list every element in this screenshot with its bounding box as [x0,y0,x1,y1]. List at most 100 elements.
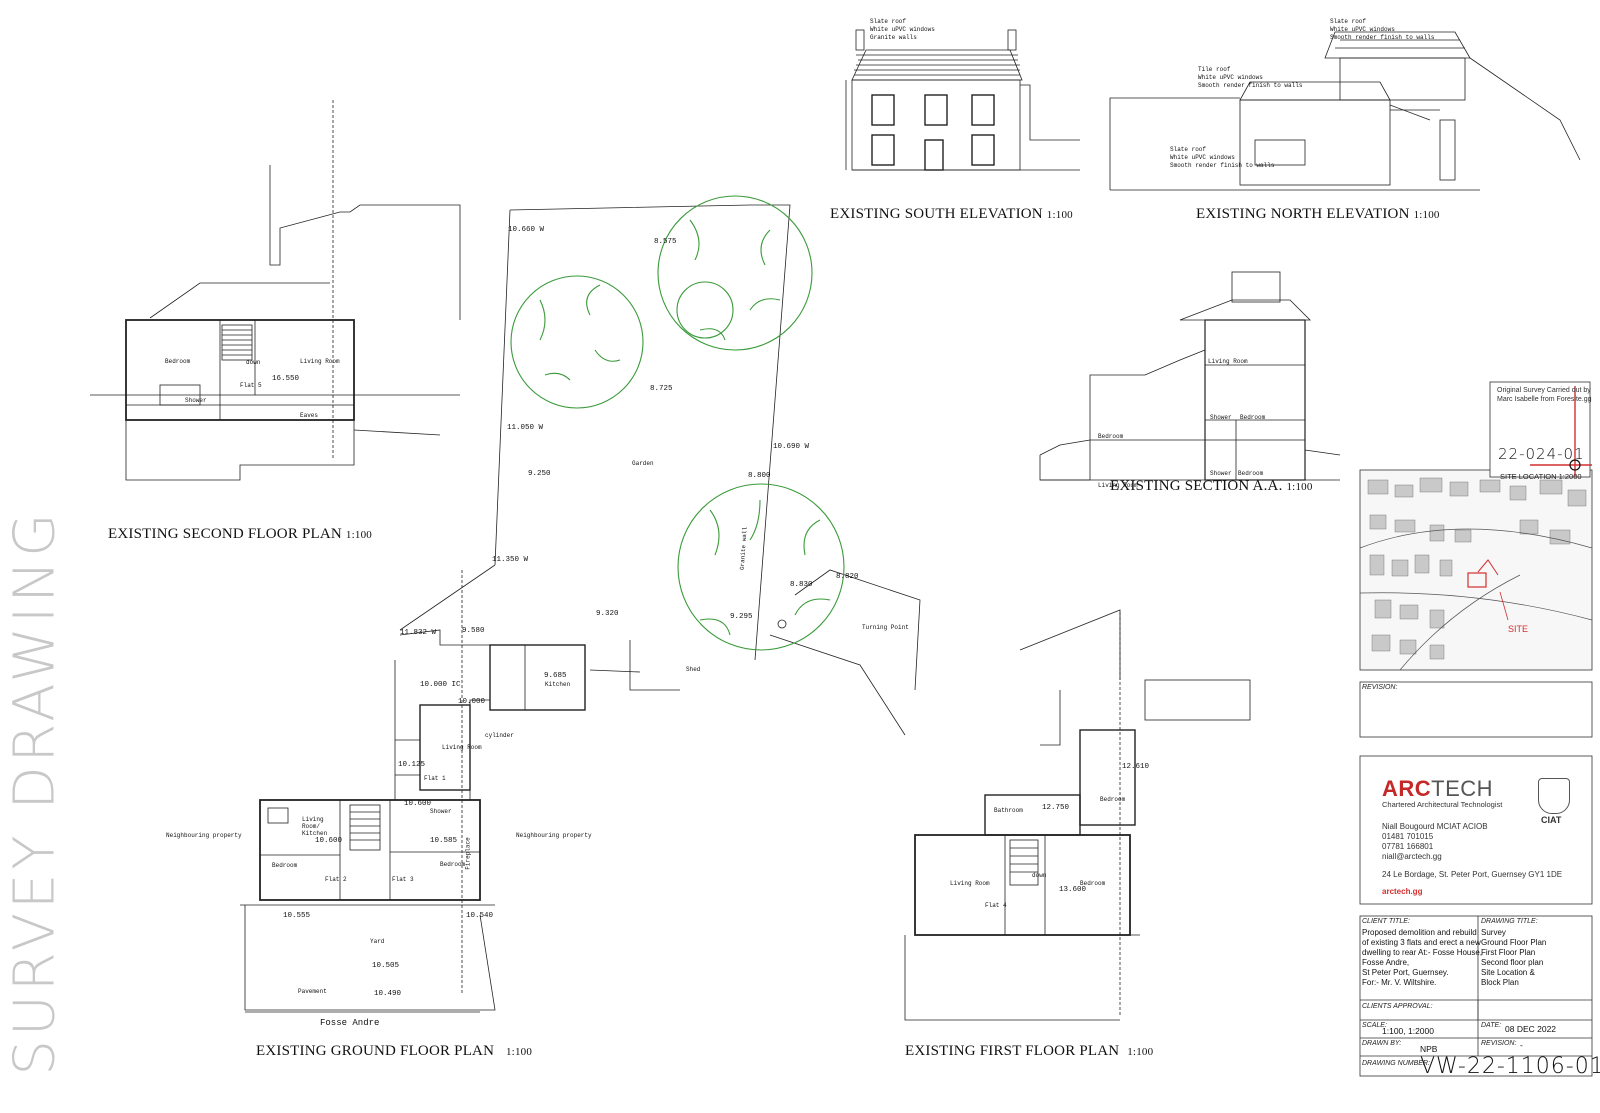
drawing-title: Survey Ground Floor Plan First Floor Pla… [1481,928,1547,987]
revision2-value: - [1520,1040,1523,1050]
room-label: Pavement [298,988,327,995]
room-label: Bedroom [1080,880,1106,887]
clients-approval-label: CLIENTS APPROVAL: [1362,1003,1433,1010]
room-label: Flat 4 [985,902,1007,909]
contact-block: Niall Bougourd MCIAT ACIOB 01481 701015 … [1382,822,1488,861]
drawing-title-label: DRAWING TITLE: [1481,918,1538,925]
level-label: 11.350 W [492,556,529,564]
trees [510,195,845,651]
section-label: Shower [1210,470,1232,477]
room-label: down [1032,872,1047,879]
client-title-label: CLIENT TITLE: [1362,918,1410,925]
client-title: Proposed demolition and rebuild of exist… [1362,928,1483,987]
level-label: 8.800 [748,472,771,480]
north-elevation-title: EXISTING NORTH ELEVATION 1:100 [1196,206,1440,222]
ciat-crest-icon [1538,778,1570,814]
south-elevation-title: EXISTING SOUTH ELEVATION 1:100 [830,206,1073,222]
level-label: 9.320 [596,610,619,618]
room-label: Flat 5 [240,382,262,389]
room-label: Kitchen [545,681,571,688]
level-label: 11.832 W [400,629,437,637]
room-label: down [246,359,261,366]
drawn-by-value: NPB [1420,1044,1438,1054]
level-label: 16.550 [272,375,300,383]
ciat-label: CIAT [1541,815,1562,825]
level-label: 9.250 [528,470,551,478]
second-floor-plan [90,100,461,481]
level-label: 13.600 [1059,886,1087,894]
level-label: 9.580 [462,627,485,635]
room-label: Yard [370,938,385,945]
section-label: Shower [1210,414,1232,421]
level-label: 12.750 [1042,804,1070,812]
turning-point-label: Turning Point [862,624,909,631]
level-label: 8.575 [654,238,677,246]
level-label: 10.600 [315,837,343,845]
room-label: Bathroom [994,807,1023,814]
room-label: Living Room [300,358,340,365]
drawn-by-label: DRAWN BY: [1362,1040,1402,1047]
level-label: 11.050 W [507,424,544,432]
room-label: Flat 1 [424,775,446,782]
survey-number: 22-024-01 [1498,445,1585,463]
section-label: Bedroom [1238,470,1264,477]
date-value: 08 DEC 2022 [1505,1024,1557,1034]
level-label: 8.830 [790,581,813,589]
section-label: Living Room [1098,482,1138,489]
room-label: Living Room [950,880,990,887]
level-label: 10.000 [458,698,486,706]
first-floor-plan [904,609,1251,1021]
room-label: Fireplace [464,837,472,870]
website-link[interactable]: arctech.gg [1382,887,1423,896]
level-label: 10.660 W [508,226,545,234]
room-label: cylinder [485,732,514,739]
section-label: Bedroom [1240,414,1266,421]
room-label: Bedroom [440,861,466,868]
second-floor-title: EXISTING SECOND FLOOR PLAN 1:100 [108,526,372,542]
survey-drawing-watermark: SURVEY DRAWING [2,509,68,1076]
room-label: Bedroom [272,862,298,869]
date-label: DATE: [1481,1022,1502,1029]
survey-note-box [1489,381,1592,478]
level-label: 10.690 W [773,443,810,451]
level-label: 9.295 [730,613,753,621]
ground-floor-plan [240,570,586,1013]
first-floor-title: EXISTING FIRST FLOOR PLAN 1:100 [905,1043,1154,1059]
drawing-number: VW-22-1106-01 [1420,1054,1600,1079]
level-label: 12.610 [1122,763,1150,771]
north-elevation [1109,31,1581,191]
site-block-plan [399,204,921,736]
level-label: 10.125 [398,761,426,769]
site-location-title: SITE LOCATION 1:2000 [1500,472,1582,481]
section-label: Living Room [1208,358,1248,365]
level-label: 8.820 [836,573,859,581]
room-label: Eaves [300,412,319,419]
street-name: Fosse Andre [320,1018,380,1028]
revision-label: REVISION: [1362,684,1398,691]
company-subtitle: Chartered Architectural Technologist [1382,800,1503,809]
site-location-map [1359,469,1593,671]
level-label: 10.600 [404,800,432,808]
scale-label: SCALE: [1362,1022,1387,1029]
level-label: 8.725 [650,385,673,393]
ground-floor-title: EXISTING GROUND FLOOR PLAN 1:100 [256,1043,533,1059]
room-label: Flat 3 [392,876,414,883]
level-label: 10.505 [372,962,400,970]
garden-label: Garden [632,460,654,467]
drawing-number-label: DRAWING NUMBER: [1362,1060,1430,1067]
site-marker: SITE [1508,624,1529,634]
level-label: 10.490 [374,990,402,998]
room-label: Bedroom [1100,796,1126,803]
room-label: Living Room/ Kitchen [302,816,328,837]
level-label: 10.000 IC [420,681,461,689]
room-label: Living Room [442,744,482,751]
level-label: 10.555 [283,912,311,920]
room-label: Shower [185,397,207,404]
section-label: Bedroom [1098,433,1124,440]
arctech-logo: ARCTECH [1382,776,1494,801]
